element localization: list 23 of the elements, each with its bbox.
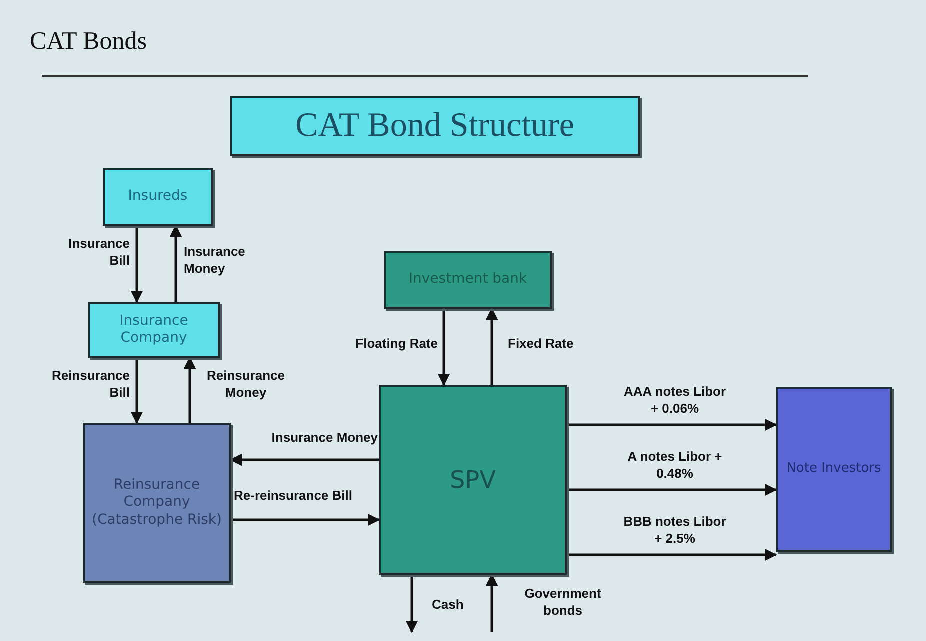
node-label: Investment bank <box>408 271 528 289</box>
arrow <box>567 484 778 496</box>
arrow <box>231 514 380 526</box>
arrow <box>406 575 418 634</box>
node-label: SPV <box>450 465 496 495</box>
arrow <box>130 226 144 304</box>
heading-box <box>230 96 640 156</box>
arrow <box>567 548 778 562</box>
page-title: CAT Bonds <box>30 28 147 56</box>
process-box <box>83 423 231 583</box>
node-label: Reinsurance Company (Catastrophe Risk) <box>91 476 223 530</box>
process-box <box>776 387 892 552</box>
arrow <box>130 358 144 424</box>
process-box <box>103 168 213 226</box>
node-label: Insureds <box>128 188 188 206</box>
arrow <box>438 309 450 386</box>
arrow <box>567 418 778 432</box>
node-label: Note Investors <box>786 461 882 478</box>
process-box <box>384 251 552 309</box>
node-label: Insurance Company <box>118 312 190 348</box>
process-box <box>88 302 220 358</box>
process-box <box>379 385 567 575</box>
diagram-heading: CAT Bond Structure <box>296 106 574 146</box>
